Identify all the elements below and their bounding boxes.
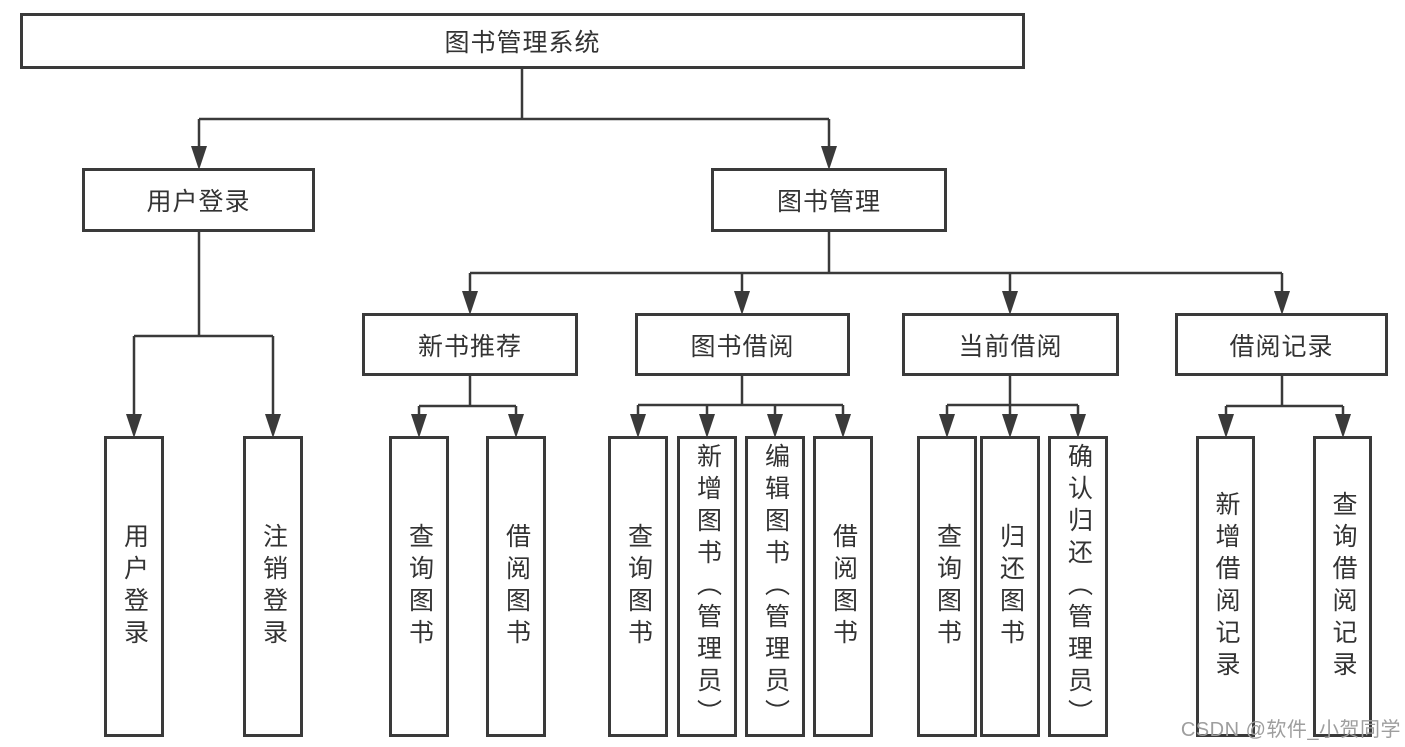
leaf-label: 编辑图书（管理员） xyxy=(761,442,790,731)
node-label: 当前借阅 xyxy=(958,332,1063,361)
leaf-logout: 注销登录 xyxy=(243,436,303,737)
node-library-management-system: 图书管理系统 xyxy=(20,13,1025,69)
connector-book-mgmt-children xyxy=(462,232,1290,315)
arrowhead-down-icon xyxy=(630,414,646,438)
arrowhead-down-icon xyxy=(411,414,427,438)
node-label: 图书管理 xyxy=(776,188,881,216)
leaf-label: 查询借阅记录 xyxy=(1329,490,1357,683)
connector-new-book-rec-children xyxy=(411,375,524,438)
node-book-borrowing: 图书借阅 xyxy=(635,313,850,376)
arrowhead-down-icon xyxy=(508,414,524,438)
arrowhead-down-icon xyxy=(265,414,281,438)
leaf-edit-books-admin: 编辑图书（管理员） xyxy=(745,436,805,737)
arrowhead-down-icon xyxy=(821,146,837,170)
arrowhead-down-icon xyxy=(462,291,478,315)
leaf-label: 用户登录 xyxy=(120,522,149,651)
leaf-label: 借阅图书 xyxy=(829,522,858,651)
leaf-borrow-books: 借阅图书 xyxy=(813,436,873,737)
arrowhead-down-icon xyxy=(699,414,715,438)
node-label: 用户登录 xyxy=(146,188,251,216)
arrowhead-down-icon xyxy=(1218,414,1234,438)
node-label: 图书管理系统 xyxy=(444,29,601,57)
leaf-query-books-recommend: 查询图书 xyxy=(389,436,449,737)
connector-current-borrow-children xyxy=(939,375,1086,438)
arrowhead-down-icon xyxy=(1070,414,1086,438)
arrowhead-down-icon xyxy=(939,414,955,438)
node-user-login: 用户登录 xyxy=(82,168,315,232)
arrowhead-down-icon xyxy=(1002,291,1018,315)
leaf-label: 借阅图书 xyxy=(502,522,531,651)
leaf-add-borrow-record: 新增借阅记录 xyxy=(1196,436,1255,737)
leaf-query-books-current: 查询图书 xyxy=(917,436,977,737)
leaf-label: 新增借阅记录 xyxy=(1212,490,1240,683)
leaf-label: 查询图书 xyxy=(405,522,434,651)
arrowhead-down-icon xyxy=(126,414,142,438)
leaf-confirm-return-admin: 确认归还（管理员） xyxy=(1048,436,1108,737)
arrowhead-down-icon xyxy=(1002,414,1018,438)
node-current-borrowing: 当前借阅 xyxy=(902,313,1119,376)
arrowhead-down-icon xyxy=(1335,414,1351,438)
arrowhead-down-icon xyxy=(734,291,750,315)
leaf-label: 查询图书 xyxy=(624,522,653,651)
leaf-label: 查询图书 xyxy=(933,522,962,651)
arrowhead-down-icon xyxy=(767,414,783,438)
arrowhead-down-icon xyxy=(191,146,207,170)
node-new-book-recommendation: 新书推荐 xyxy=(362,313,578,376)
leaf-query-books-borrowing: 查询图书 xyxy=(608,436,668,737)
connector-root-to-level2 xyxy=(191,69,837,170)
connector-borrow-records-children xyxy=(1218,375,1351,438)
arrowhead-down-icon xyxy=(835,414,851,438)
leaf-label: 注销登录 xyxy=(259,522,288,651)
leaf-label: 归还图书 xyxy=(996,522,1025,651)
node-label: 新书推荐 xyxy=(417,332,522,361)
leaf-user-login: 用户登录 xyxy=(104,436,164,737)
connector-user-login-children xyxy=(126,232,281,438)
connector-book-borrow-children xyxy=(630,375,851,438)
arrowhead-down-icon xyxy=(1274,291,1290,315)
node-book-management: 图书管理 xyxy=(711,168,947,232)
leaf-borrow-books-recommend: 借阅图书 xyxy=(486,436,546,737)
node-label: 图书借阅 xyxy=(690,332,795,361)
leaf-return-books: 归还图书 xyxy=(980,436,1040,737)
leaf-add-books-admin: 新增图书（管理员） xyxy=(677,436,737,737)
node-label: 借阅记录 xyxy=(1229,332,1334,361)
csdn-watermark: CSDN @软件_小贺同学 xyxy=(1180,719,1401,741)
leaf-label: 确认归还（管理员） xyxy=(1064,442,1093,731)
leaf-query-borrow-record: 查询借阅记录 xyxy=(1313,436,1372,737)
node-borrowing-records: 借阅记录 xyxy=(1175,313,1388,376)
leaf-label: 新增图书（管理员） xyxy=(693,442,722,731)
